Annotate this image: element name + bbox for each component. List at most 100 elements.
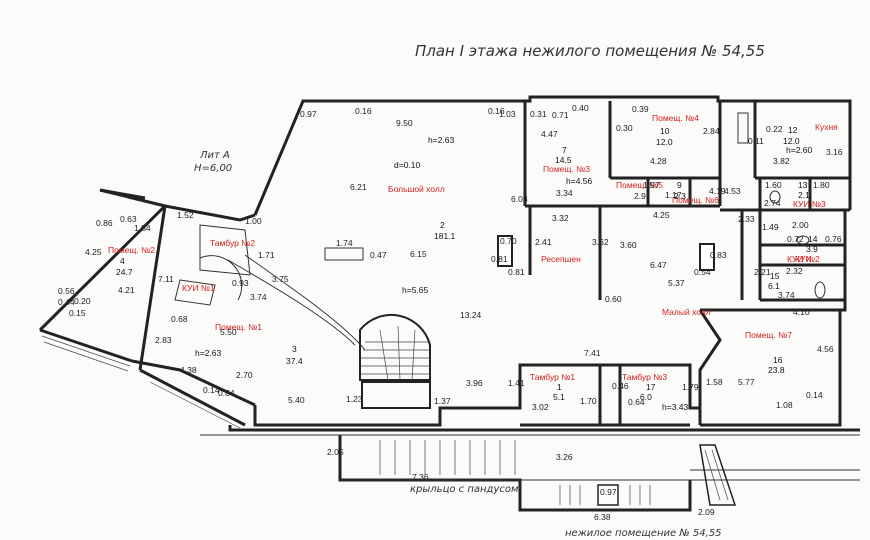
label-d447: 4.47 [541, 129, 558, 139]
label-r1_no: 1 [557, 382, 562, 392]
label-d374b: 3.74 [250, 292, 267, 302]
label-d152: 1.52 [177, 210, 194, 220]
porch-length: 7.36 [412, 472, 429, 482]
label-d014b: 0.14 [203, 385, 220, 395]
label-d071: 0.71 [552, 110, 569, 120]
label-d097b: 0.97 [600, 487, 617, 497]
label-r7_no: 7 [562, 145, 567, 155]
room-pomesh-2: Помещ. №2 [108, 245, 155, 255]
label-d438: 4.38 [180, 365, 197, 375]
label-d241: 2.41 [535, 237, 552, 247]
room-bolshoy-holl: Большой холл [388, 184, 445, 194]
label-d117: 1.17 [665, 190, 682, 200]
room-labels: Большой холл Помещ. №1 Помещ. №2 Помещ. … [108, 113, 838, 382]
label-d070: 0.70 [500, 236, 517, 246]
label-d016b: 0.16 [488, 106, 505, 116]
label-r2_h: h=2.63 [428, 135, 455, 145]
label-d419: 4.19 [709, 186, 726, 196]
label-d425: 4.25 [653, 210, 670, 220]
label-d615: 6.15 [410, 249, 427, 259]
label-d290: 2.9 [634, 191, 646, 201]
interior-walls [520, 101, 850, 427]
label-d326: 3.26 [556, 452, 573, 462]
label-d141: 1.41 [508, 378, 525, 388]
label-d054: 0.54 [694, 267, 711, 277]
label-r14_no: 14 [808, 234, 818, 244]
room-pomesh-1: Помещ. №1 [215, 322, 262, 332]
label-d374: 3.74 [778, 290, 795, 300]
label-r16_no: 16 [773, 355, 783, 365]
label-r3_no: 3 [292, 344, 297, 354]
label-d014: 0.14 [806, 390, 823, 400]
label-d711: 7.11 [158, 274, 174, 284]
label-d950: 9.50 [396, 118, 413, 128]
room-pomesh-4: Помещ. №4 [652, 113, 699, 123]
label-d046: 0.46 [612, 381, 629, 391]
label-d179: 1.79 [682, 382, 699, 392]
room-resepshen: Ресепшен [541, 254, 581, 264]
label-d284: 2.84 [703, 126, 720, 136]
label-d081b: 0.81 [508, 267, 525, 277]
label-r9_area: 2.3 [674, 191, 686, 201]
fixtures [41, 112, 826, 429]
label-d621: 6.21 [350, 182, 367, 192]
label-d382: 3.82 [773, 156, 790, 166]
room-kui-1: КУИ №1 [182, 283, 215, 293]
label-d221: 2.21 [754, 267, 771, 277]
label-d540: 5.40 [288, 395, 305, 405]
label-d302: 3.02 [532, 402, 549, 412]
label-d015: 0.15 [69, 308, 86, 318]
label-d076: 0.76 [825, 234, 842, 244]
label-d608: 6.08 [511, 194, 528, 204]
label-r10_no: 10 [660, 126, 670, 136]
label-d456: 4.56 [817, 344, 834, 354]
label-d160: 1.60 [765, 180, 782, 190]
label-d332: 3.32 [552, 213, 569, 223]
label-r17_area: 6.0 [640, 392, 652, 402]
label-d063: 0.63 [120, 214, 137, 224]
label-d647: 6.47 [650, 260, 667, 270]
label-d577: 5.77 [738, 377, 755, 387]
label-r10_area: 12.0 [656, 137, 673, 147]
label-d180: 1.80 [813, 180, 830, 190]
label-d064: 0.64 [628, 397, 645, 407]
label-d453: 4.53 [724, 186, 741, 196]
label-r7_area: 14.5 [555, 155, 572, 165]
label-d149: 1.49 [762, 222, 779, 232]
porch-caption: крыльцо с пандусом [410, 484, 519, 495]
room-pomesh-5: Помещ. №5 [616, 180, 663, 190]
room-kui: КУИ [795, 254, 812, 264]
label-d056: 0.56 [58, 286, 75, 296]
bottom-caption: нежилое помещение № 54,55 [565, 528, 722, 539]
plan-title: План I этажа нежилого помещения № 54,55 [415, 42, 765, 60]
room-pomesh-6: Помещ. №6 [672, 195, 719, 205]
label-r4_no: 4 [120, 256, 125, 266]
label-d174: 1.74 [336, 238, 353, 248]
label-r1_area: 5.1 [553, 392, 565, 402]
label-d197: 1.97 [643, 180, 660, 190]
label-d1324: 13.24 [460, 310, 482, 320]
label-d233: 2.33 [738, 214, 755, 224]
label-d020: 0.20 [74, 296, 91, 306]
room-kui-2: КУИ №2 [787, 254, 820, 264]
room-pomesh-7: Помещ. №7 [745, 330, 792, 340]
label-d039: 0.39 [632, 104, 649, 114]
label-d270: 2.70 [236, 370, 253, 380]
label-d316: 3.16 [826, 147, 843, 157]
label-d_label: d=0.10 [394, 160, 421, 170]
label-d011: 0.11 [748, 136, 764, 146]
label-d232: 2.32 [786, 266, 803, 276]
label-d097: 0.97 [300, 109, 317, 119]
label-r17_no: 17 [646, 382, 656, 392]
label-r12_h: h=2.60 [786, 145, 813, 155]
label-d137: 1.37 [434, 396, 451, 406]
label-d044: 0.44 [58, 297, 75, 307]
dimension-labels: 0.97 0.16 9.50 0.16 1.03 0.31 0.40 0.71 … [58, 103, 843, 522]
label-d108: 1.08 [776, 400, 793, 410]
label-d103: 1.03 [499, 109, 516, 119]
label-d410: 4.10 [793, 307, 810, 317]
room-tambur-1: Тамбур №1 [530, 372, 575, 382]
label-d205: 2.05 [327, 447, 344, 457]
label-d158: 1.58 [706, 377, 723, 387]
label-d084: 0.84 [218, 388, 235, 398]
